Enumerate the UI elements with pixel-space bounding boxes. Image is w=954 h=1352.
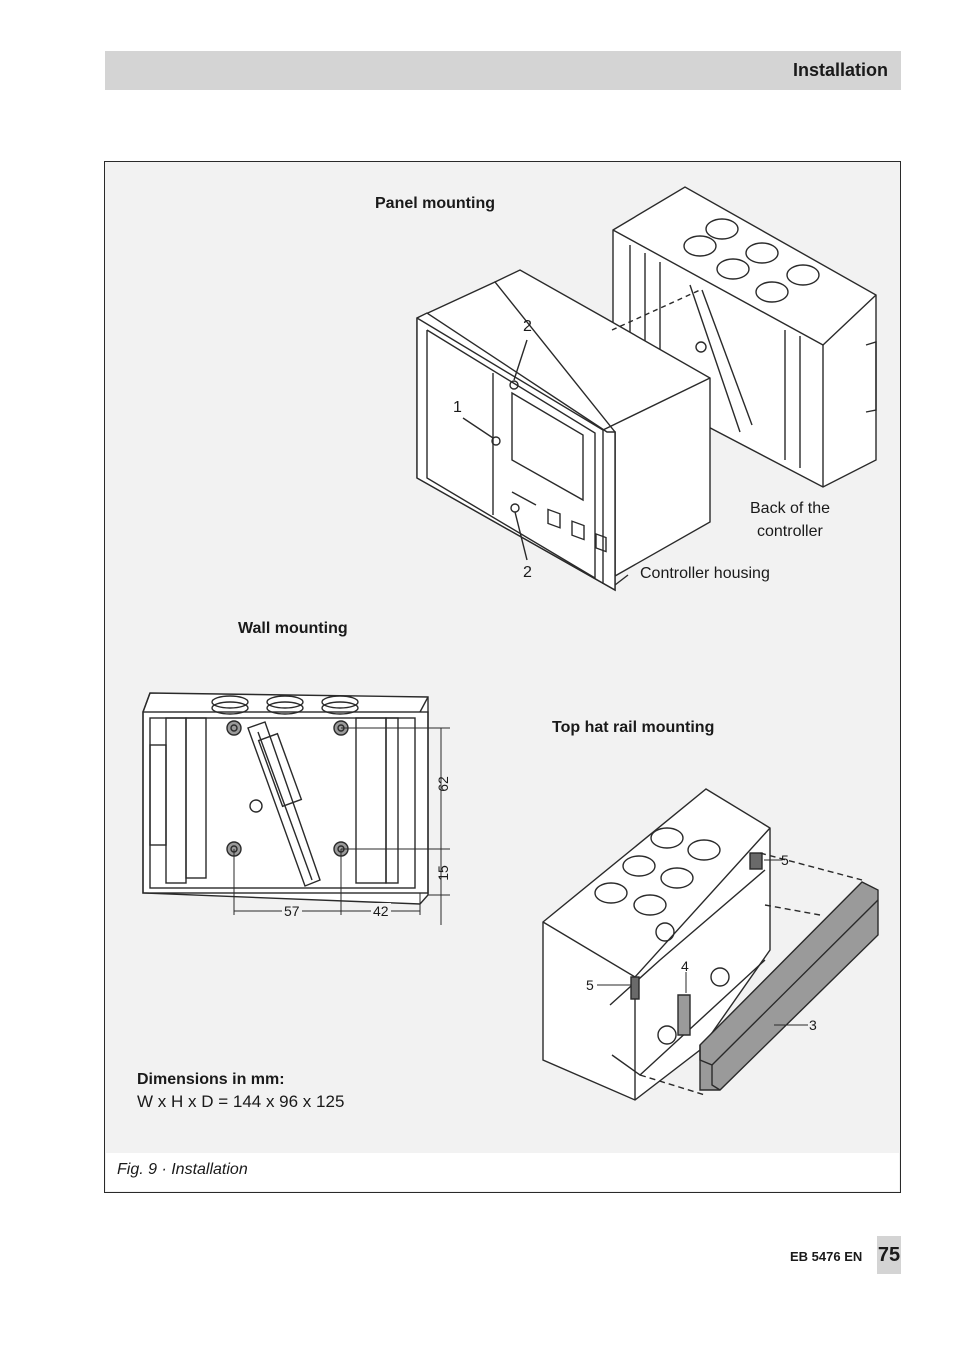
dim-42: 42 — [371, 903, 391, 919]
top-hat-rail-drawing — [542, 788, 879, 1101]
callout-4: 4 — [681, 958, 689, 974]
document-id: EB 5476 EN — [790, 1249, 863, 1264]
back-of-controller-drawing — [612, 186, 877, 488]
caption-strip — [106, 1153, 899, 1191]
back-of-controller-label-line2: controller — [757, 523, 823, 540]
controller-housing-drawing — [416, 269, 711, 592]
callout-2-top: 2 — [523, 318, 532, 335]
callout-5-right: 5 — [781, 852, 789, 868]
panel-mounting-title: Panel mounting — [375, 195, 495, 212]
figure-caption: Fig. 9 · Installation — [117, 1161, 248, 1178]
dim-15: 15 — [434, 865, 451, 881]
dimensions-title: Dimensions in mm: — [137, 1071, 285, 1088]
wall-mounting-title: Wall mounting — [238, 620, 348, 637]
dim-57: 57 — [282, 903, 302, 919]
dim-62: 62 — [434, 776, 451, 792]
page-number: 75 — [877, 1236, 901, 1274]
callout-3: 3 — [809, 1017, 817, 1033]
controller-housing-label: Controller housing — [640, 565, 770, 582]
top-hat-rail-title: Top hat rail mounting — [552, 719, 715, 736]
callout-1: 1 — [453, 399, 462, 416]
callout-2-bottom: 2 — [523, 564, 532, 581]
header-bar: Installation — [105, 51, 901, 90]
wall-mounting-drawing — [142, 692, 450, 925]
section-title: Installation — [792, 60, 888, 80]
back-of-controller-label-line1: Back of the — [750, 500, 831, 517]
callout-5-left: 5 — [586, 977, 594, 993]
dimensions-value: W x H x D = 144 x 96 x 125 — [137, 1092, 345, 1111]
